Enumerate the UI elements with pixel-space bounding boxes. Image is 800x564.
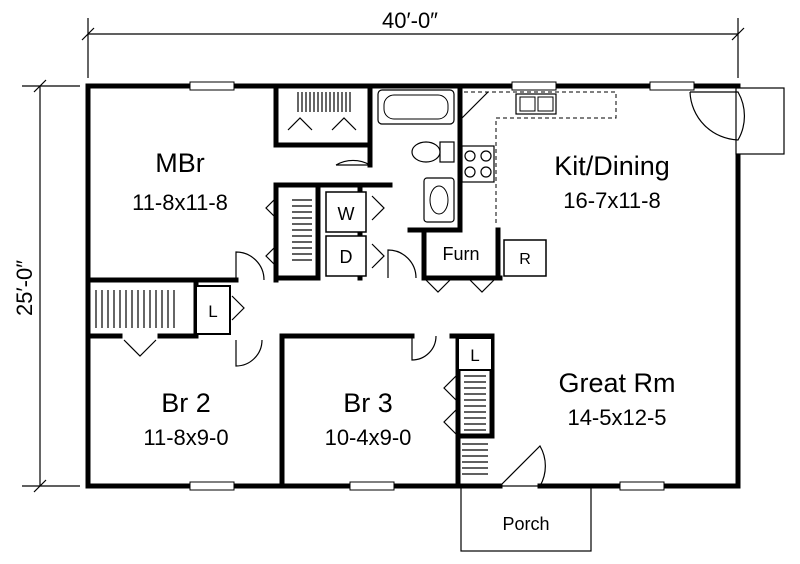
room-name-great-room: Great Rm: [558, 368, 675, 398]
washer-box: [325, 191, 367, 233]
room-name-bedroom2: Br 2: [161, 388, 211, 418]
door-swings: [235, 159, 546, 487]
room-name-master: MBr: [155, 148, 205, 178]
linen-closet-1-box: [195, 285, 231, 335]
dryer-box: [325, 235, 367, 277]
porch-outline: [460, 485, 592, 552]
back-door: [689, 87, 785, 155]
room-size-kitchen: 16-7x11-8: [563, 188, 660, 213]
linen-closet-2-label: L: [470, 346, 479, 365]
room-name-kitchen: Kit/Dining: [554, 151, 670, 181]
closet-shelving: [95, 92, 488, 475]
linen-closet-1-label: L: [208, 302, 217, 321]
refrigerator-label: R: [519, 251, 531, 268]
width-dimension-label: 40′-0″: [382, 8, 438, 33]
room-size-bedroom3: 10-4x9-0: [325, 425, 412, 450]
width-dimension-line: [81, 18, 745, 78]
refrigerator-box: [503, 239, 547, 277]
porch-label: Porch: [502, 514, 549, 534]
furnace-label: Furn: [442, 244, 479, 264]
kitchen-counters: [461, 91, 617, 226]
dryer-label: D: [340, 247, 353, 267]
washer-label: W: [338, 204, 355, 224]
bath-fixtures: [377, 89, 455, 223]
room-size-great-room: 14-5x12-5: [567, 405, 666, 430]
linen-closet-2-box: [457, 337, 493, 371]
depth-dimension-line: [22, 79, 80, 493]
room-size-master: 11-8x11-8: [132, 190, 228, 215]
depth-dimension-label: 25′-0″: [12, 260, 37, 316]
room-name-bedroom3: Br 3: [343, 388, 393, 418]
room-size-bedroom2: 11-8x9-0: [143, 425, 228, 450]
